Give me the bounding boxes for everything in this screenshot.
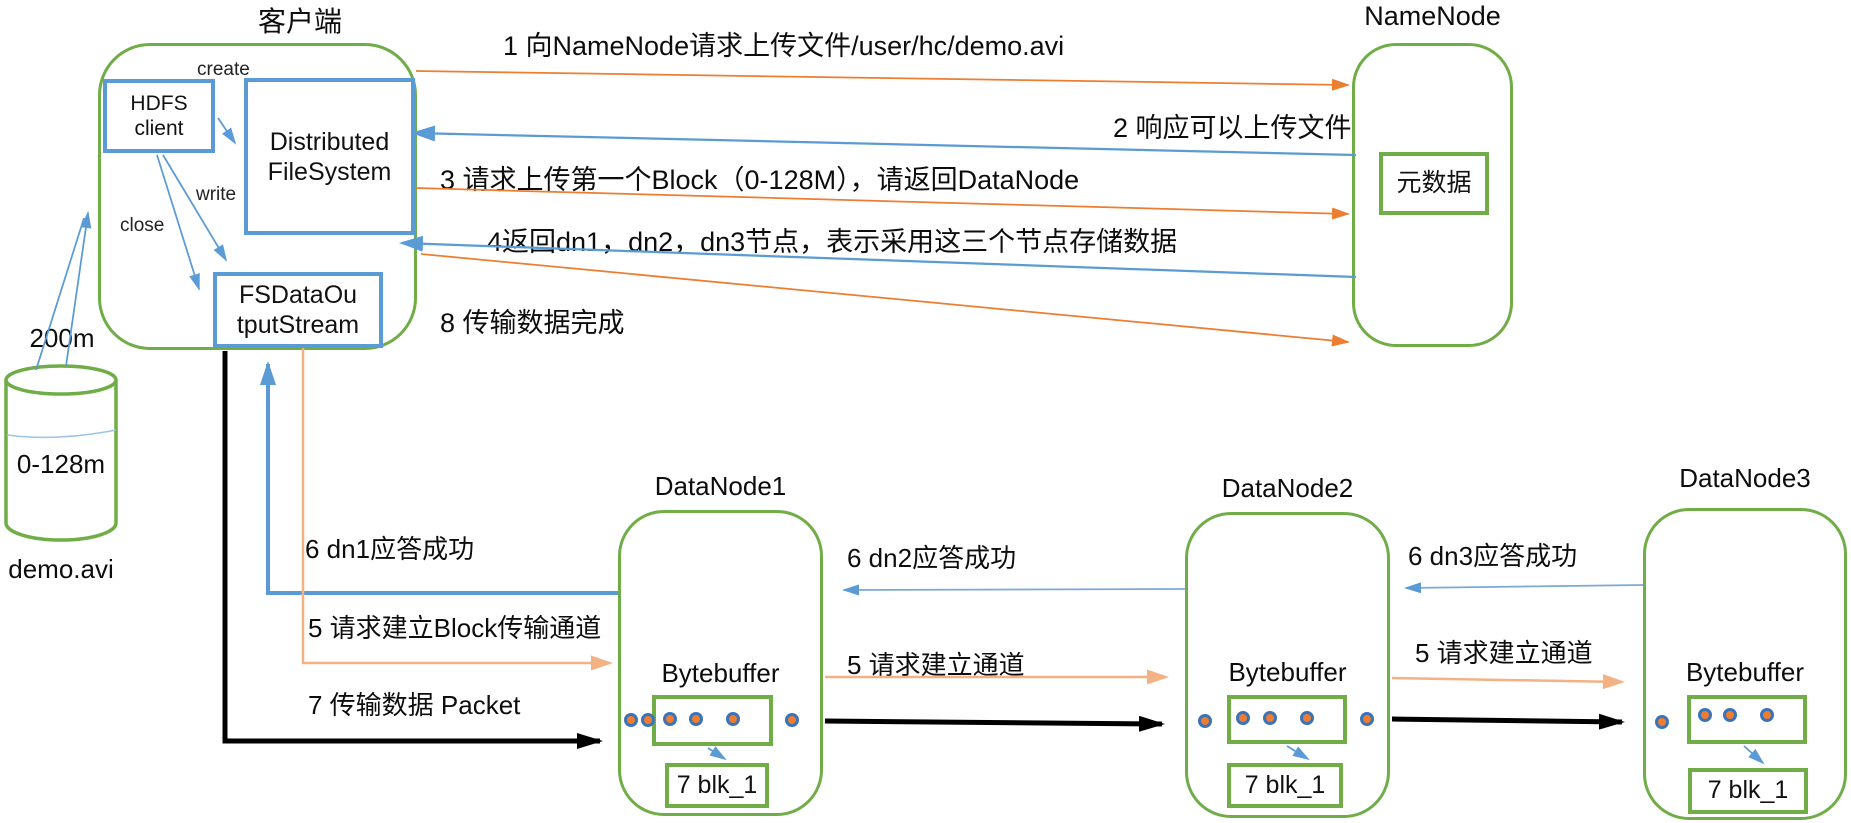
write-label: write xyxy=(196,184,237,205)
datanode3-buffer-label: Bytebuffer xyxy=(1685,657,1805,687)
datanode1-buffer-label: Bytebuffer xyxy=(661,658,780,688)
fsdataoutputstream-box: FSDataOu tputStream xyxy=(213,272,383,348)
step2-label: 2 响应可以上传文件 xyxy=(1113,113,1352,143)
step6-dn2-ack-arrow xyxy=(842,584,1186,596)
datanode2-buffer-label: Bytebuffer xyxy=(1228,657,1347,687)
datanode2-bytebuffer-box xyxy=(1227,695,1347,744)
step5-dn3-label: 5 请求建立通道 xyxy=(1415,638,1593,668)
dn1-to-dn2-packet-arrow xyxy=(824,715,1165,732)
step7-label: 7 传输数据 Packet xyxy=(308,690,521,720)
step6-dn2-label: 6 dn2应答成功 xyxy=(847,543,1017,573)
datanode3-block-box: 7 blk_1 xyxy=(1688,768,1808,814)
datanode3-bytebuffer-box xyxy=(1687,695,1807,744)
client-container xyxy=(98,43,417,350)
client-title: 客户端 xyxy=(257,6,342,37)
step5-block-label: 5 请求建立Block传输通道 xyxy=(308,613,602,643)
namenode-container xyxy=(1352,43,1513,347)
datanode2-block-box: 7 blk_1 xyxy=(1227,763,1343,808)
step5-dn2-label: 5 请求建立通道 xyxy=(847,650,1025,680)
datanode3-title: DataNode3 xyxy=(1679,463,1811,493)
datanode3-container xyxy=(1643,508,1847,820)
datanode1-block-box: 7 blk_1 xyxy=(665,763,769,808)
create-label: create xyxy=(197,59,250,80)
file-size-label: 200m xyxy=(29,323,95,353)
step4-label: 4返回dn1，dn2，dn3节点，表示采用这三个节点存储数据 xyxy=(487,227,1178,257)
datanode2-title: DataNode2 xyxy=(1221,473,1354,503)
step6-dn3-label: 6 dn3应答成功 xyxy=(1408,541,1578,571)
distributed-filesystem-box: Distributed FileSystem xyxy=(244,78,415,235)
file-name-label: demo.avi xyxy=(8,554,114,584)
step6-dn3-ack-arrow xyxy=(1404,582,1644,594)
step8-label: 8 传输数据完成 xyxy=(440,308,625,338)
step1-label: 1 向NameNode请求上传文件/user/hc/demo.avi xyxy=(503,31,1065,61)
datanode1-title: DataNode1 xyxy=(654,471,787,501)
datanode1-container xyxy=(618,510,823,816)
datanode1-bytebuffer-box xyxy=(652,695,773,746)
step5-dn3-channel-arrow xyxy=(1391,674,1625,690)
step3-label: 3 请求上传第一个Block（0-128M），请返回DataNode xyxy=(440,165,1080,195)
file-block-range-label: 0-128m xyxy=(16,449,106,479)
datanode2-container xyxy=(1185,512,1390,818)
hdfs-client-box: HDFS client xyxy=(103,79,215,153)
namenode-title: NameNode xyxy=(1364,1,1501,31)
step1-arrow xyxy=(415,70,1350,91)
dn2-to-dn3-packet-arrow xyxy=(1391,713,1625,730)
step6-dn1-label: 6 dn1应答成功 xyxy=(305,534,475,564)
metadata-box: 元数据 xyxy=(1379,152,1489,215)
close-label: close xyxy=(120,215,165,236)
